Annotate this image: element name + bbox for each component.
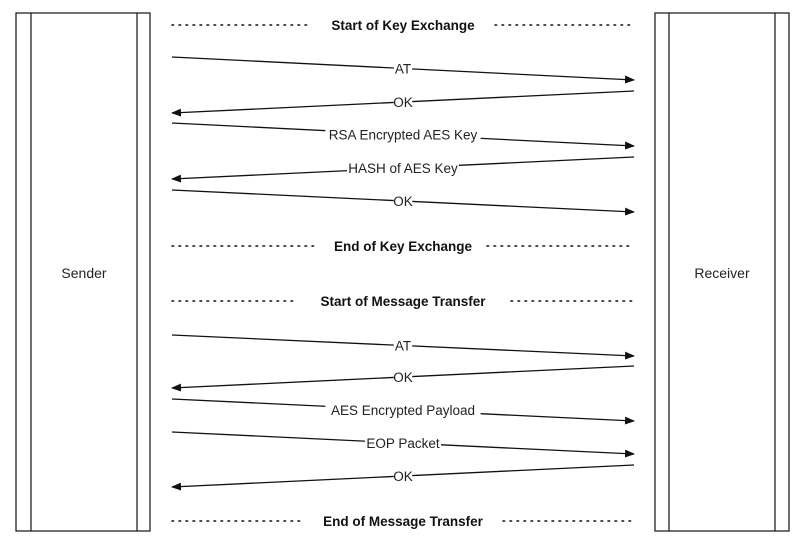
section-label: Start of Key Exchange [331, 18, 475, 33]
message-label: OK [393, 370, 413, 385]
message-label: EOP Packet [366, 436, 440, 451]
message-label-background [393, 468, 413, 484]
message-label: OK [393, 469, 413, 484]
message-label: HASH of AES Key [348, 161, 458, 176]
message-label-background [347, 160, 459, 176]
receiver-actor: Receiver [654, 12, 790, 532]
section-divider: Start of Key Exchange [171, 18, 635, 33]
message-label: AES Encrypted Payload [331, 403, 475, 418]
receiver-box [654, 12, 790, 532]
message-label-background [393, 193, 413, 209]
message-label-background [325, 402, 481, 418]
message-label-background [393, 94, 413, 110]
message-label: RSA Encrypted AES Key [329, 128, 478, 143]
message-label-background [393, 60, 413, 77]
message-label-background [393, 337, 413, 354]
message-label: AT [395, 339, 411, 354]
message-arrow: HASH of AES Key [171, 156, 635, 183]
sender-actor: Sender [15, 12, 151, 532]
message-label: AT [395, 62, 411, 77]
message-arrow: OK [171, 464, 635, 491]
section-label: End of Message Transfer [323, 514, 484, 529]
message-label: OK [393, 95, 413, 110]
receiver-label: Receiver [694, 265, 750, 281]
message-arrow: AT [171, 56, 635, 84]
sender-box [15, 12, 151, 532]
message-label-background [325, 126, 481, 143]
message-arrow: RSA Encrypted AES Key [171, 122, 635, 150]
message-label-background [393, 369, 413, 385]
message-arrow: OK [171, 365, 635, 392]
section-divider: Start of Message Transfer [171, 294, 635, 309]
message-arrow: EOP Packet [171, 431, 635, 458]
message-arrow: AES Encrypted Payload [171, 398, 635, 425]
section-label: End of Key Exchange [334, 239, 473, 254]
message-arrow: OK [171, 90, 635, 117]
message-arrow: AT [171, 334, 635, 360]
message-arrow: OK [171, 189, 635, 216]
section-divider: End of Message Transfer [171, 514, 635, 529]
message-label-background [365, 435, 441, 451]
sender-label: Sender [61, 265, 106, 281]
message-label: OK [393, 194, 413, 209]
section-divider: End of Key Exchange [171, 239, 635, 254]
section-label: Start of Message Transfer [320, 294, 486, 309]
